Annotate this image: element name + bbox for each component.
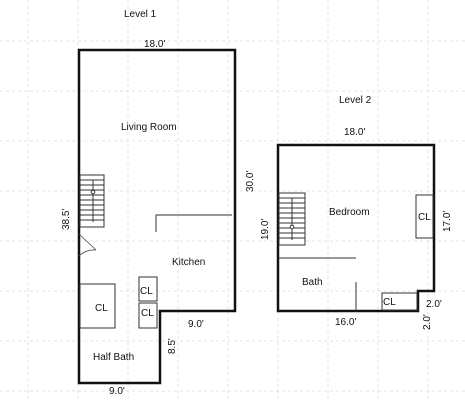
dim-l1-bottom-width: 9.0' [109, 386, 125, 397]
dim-l2-bottom-width: 16.0' [335, 317, 356, 328]
level-1-walls [77, 48, 237, 385]
closet-kitchen-top: CL [138, 276, 158, 302]
closet-left: CL [79, 283, 116, 329]
kitchen-wall [155, 214, 232, 232]
level-1-title: Level 1 [124, 9, 157, 20]
level-1-stairs [79, 174, 105, 228]
room-kitchen: Kitchen [172, 257, 205, 268]
room-half-bath: Half Bath [93, 352, 134, 363]
dim-l1-top-width: 18.0' [144, 39, 165, 50]
room-bath: Bath [302, 277, 323, 288]
level-1-plan: Level 1 CL [61, 9, 256, 397]
front-door [78, 233, 97, 257]
closet-bath: CL [381, 292, 418, 311]
level-2-title: Level 2 [339, 95, 372, 106]
dim-l1-left-height: 38.5' [61, 209, 72, 230]
dim-l2-left-height: 19.0' [260, 219, 271, 240]
closet-kitchen-bottom: CL [138, 302, 158, 329]
closet-bedroom: CL [415, 194, 434, 239]
dim-l2-top-width: 18.0' [344, 127, 365, 138]
room-bedroom: Bedroom [329, 207, 370, 218]
dim-l1-step-width: 9.0' [188, 319, 204, 330]
dim-l2-right-height: 17.0' [442, 211, 453, 232]
dim-l1-step-height: 8.5' [167, 338, 178, 354]
level-2-walls [276, 143, 436, 313]
dim-l1-right-height: 30.0' [245, 171, 256, 192]
dim-l2-notch-height: 2.0' [422, 314, 433, 330]
level-2-plan: Level 2 CL CL Be [260, 95, 453, 330]
room-living-room: Living Room [121, 122, 177, 133]
dim-l2-notch-width: 2.0' [426, 299, 442, 310]
svg-text:CL: CL [140, 286, 153, 297]
level-2-stairs [278, 192, 306, 246]
svg-text:CL: CL [383, 297, 396, 308]
svg-text:CL: CL [418, 212, 431, 223]
svg-text:CL: CL [141, 308, 154, 319]
svg-text:CL: CL [95, 303, 108, 314]
